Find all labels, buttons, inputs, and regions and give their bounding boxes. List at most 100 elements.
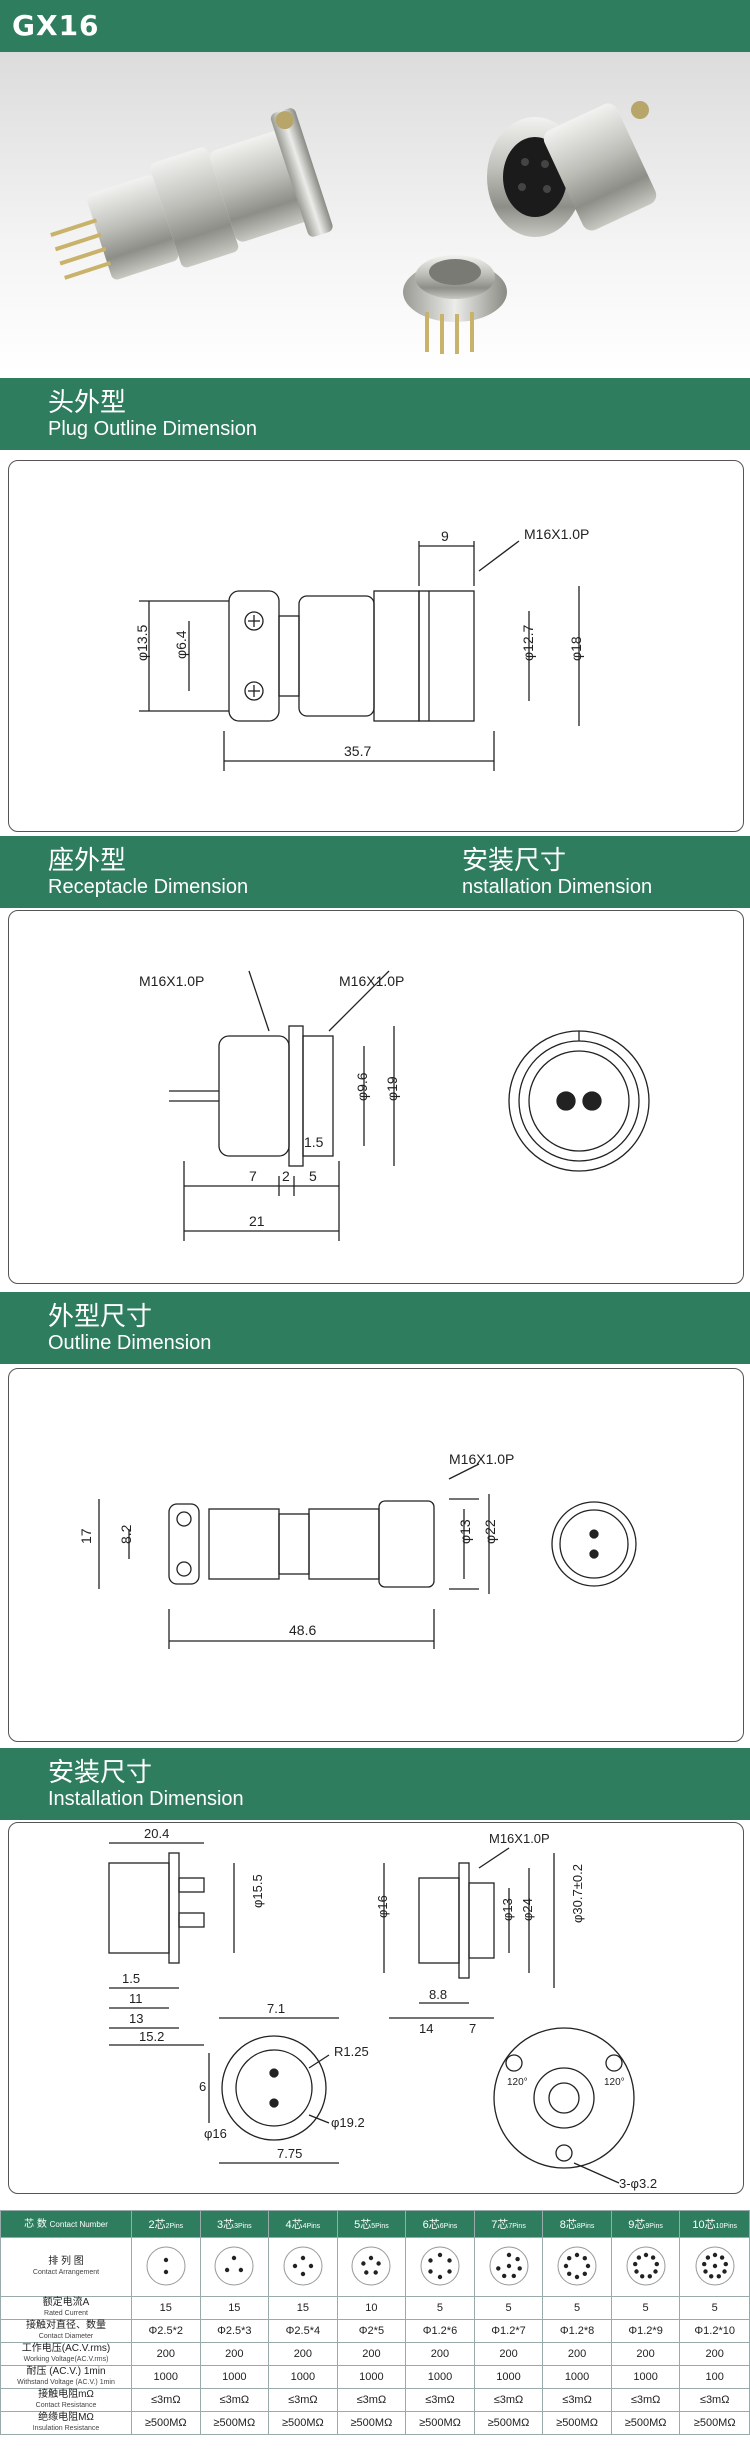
plug-title-cn: 头外型 xyxy=(48,388,127,418)
receptacle-dim-9: 21 xyxy=(249,1213,265,1229)
receptacle-dim-5: 1.5 xyxy=(304,1134,324,1150)
install-dim-11: 7.75 xyxy=(277,2146,302,2161)
spec-cell-contact_res: ≤3mΩ xyxy=(610,2388,681,2412)
outline-drawing-panel: M16X1.0P 17 8.2 φ13 φ22 48.6 xyxy=(8,1368,744,1742)
install-dim-4: 11 xyxy=(129,1991,143,2006)
spec-cell-current: 5 xyxy=(542,2296,612,2320)
install-dim-10: φ16 xyxy=(204,2126,227,2141)
installation-section-header: 安装尺寸 Installation Dimension xyxy=(0,1748,750,1820)
page-header: GX16 xyxy=(0,0,750,52)
receptacle-dim-4: φ19 xyxy=(384,1076,400,1101)
spec-cell-voltage: 200 xyxy=(268,2342,338,2366)
spec-cell-current: 5 xyxy=(610,2296,681,2320)
plug-dim-2: φ6.4 xyxy=(173,630,189,659)
spec-cell-voltage: 200 xyxy=(473,2342,544,2366)
spec-cell-current: 10 xyxy=(336,2296,407,2320)
spec-col-header: 7芯7Pins xyxy=(473,2210,544,2238)
outline-dim-4: φ13 xyxy=(457,1519,473,1544)
contact-arrangement-icon xyxy=(405,2237,475,2297)
install-dim-20: 7 xyxy=(469,2021,476,2036)
receptacle-drawing-panel: M16X1.0P M16X1.0P φ9.6 φ19 1.5 7 2 5 21 xyxy=(8,910,744,1284)
install-dim-13: M16X1.0P xyxy=(489,1831,550,1846)
spec-cell-contact_res: ≤3mΩ xyxy=(336,2388,407,2412)
plug-dim-1: φ13.5 xyxy=(134,624,150,661)
spec-cell-withstand: 1000 xyxy=(336,2365,407,2389)
spec-cell-diameter: Φ1.2*9 xyxy=(610,2319,681,2343)
spec-cell-current: 15 xyxy=(131,2296,201,2320)
spec-cell-voltage: 200 xyxy=(405,2342,475,2366)
receptacle-dim-8: 5 xyxy=(309,1168,317,1184)
installation-drawing: 20.4 φ15.5 1.5 11 13 15.2 7.1 6 R1.25 φ1… xyxy=(108,1826,657,2191)
plug-drawing-panel: φ13.5 φ6.4 9 M16X1.0P φ12.7 φ18 35.7 xyxy=(8,460,744,832)
outline-dim-3: 8.2 xyxy=(118,1524,134,1544)
receptacle-dim-3: φ9.6 xyxy=(354,1072,370,1101)
spec-cell-contact_res: ≤3mΩ xyxy=(473,2388,544,2412)
spec-row-label: 工作电压(AC.V.rms)Working Voltage(AC.V.rms) xyxy=(0,2342,132,2366)
spec-cell-diameter: Φ1.2*8 xyxy=(542,2319,612,2343)
spec-cell-contact_res: ≤3mΩ xyxy=(131,2388,201,2412)
install-dim-17: φ30.7±0.2 xyxy=(570,1864,585,1923)
installation-title-en: Installation Dimension xyxy=(48,1788,244,1810)
receptacle-dim-1: M16X1.0P xyxy=(139,973,204,989)
receptacle-drawing: M16X1.0P M16X1.0P φ9.6 φ19 1.5 7 2 5 21 xyxy=(139,970,650,1241)
spec-col-header: 8芯8Pins xyxy=(542,2210,612,2238)
outline-section-header: 外型尺寸 Outline Dimension xyxy=(0,1292,750,1364)
socket-photo xyxy=(487,101,657,237)
spec-cell-voltage: 200 xyxy=(131,2342,201,2366)
receptacle-install-title-en: nstallation Dimension xyxy=(462,876,653,898)
install-dim-2: φ15.5 xyxy=(250,1874,265,1908)
outline-dim-5: φ22 xyxy=(482,1519,498,1544)
plug-dim-4: M16X1.0P xyxy=(524,526,589,542)
install-dim-19: 14 xyxy=(419,2021,433,2036)
outline-title-cn: 外型尺寸 xyxy=(48,1302,153,1332)
plug-dim-5: φ12.7 xyxy=(520,624,536,661)
spec-cell-insulation: ≥500MΩ xyxy=(131,2411,201,2435)
plug-dim-3: 9 xyxy=(441,528,449,544)
install-dim-21: 3-φ3.2 xyxy=(619,2176,657,2191)
contact-arrangement-icon xyxy=(610,2237,681,2297)
outline-dim-6: 48.6 xyxy=(289,1622,316,1638)
receptacle-title-cn: 座外型 xyxy=(48,846,127,876)
receptacle-dim-7: 2 xyxy=(282,1168,290,1184)
spec-cell-insulation: ≥500MΩ xyxy=(405,2411,475,2435)
spec-col-header: 9芯9Pins xyxy=(610,2210,681,2238)
spec-col-header: 2芯2Pins xyxy=(131,2210,201,2238)
spec-col-header: 4芯4Pins xyxy=(268,2210,338,2238)
spec-cell-voltage: 200 xyxy=(679,2342,750,2366)
contact-arrangement-icon xyxy=(199,2237,270,2297)
install-dim-22: 120° xyxy=(507,2077,528,2088)
install-dim-1: 20.4 xyxy=(144,1826,169,1841)
receptacle-dim-2: M16X1.0P xyxy=(339,973,404,989)
install-dim-14: φ16 xyxy=(375,1895,390,1918)
spec-cell-contact_res: ≤3mΩ xyxy=(268,2388,338,2412)
receptacle-dim-6: 7 xyxy=(249,1168,257,1184)
install-dim-3: 1.5 xyxy=(122,1971,140,1986)
install-dim-9: R1.25 xyxy=(334,2044,369,2059)
spec-row-voltage: 工作电压(AC.V.rms)Working Voltage(AC.V.rms)2… xyxy=(0,2342,750,2366)
spec-cell-diameter: Φ2.5*3 xyxy=(199,2319,270,2343)
product-photo xyxy=(0,52,750,372)
spec-cell-insulation: ≥500MΩ xyxy=(542,2411,612,2435)
receptacle-photo xyxy=(403,255,507,354)
contact-arrangement-icon xyxy=(131,2237,201,2297)
plug-dim-7: 35.7 xyxy=(344,743,371,759)
spec-col-header: 6芯6Pins xyxy=(405,2210,475,2238)
spec-cell-withstand: 1000 xyxy=(473,2365,544,2389)
contact-arrangement-icon xyxy=(268,2237,338,2297)
outline-title-en: Outline Dimension xyxy=(48,1332,212,1354)
plug-title-en: Plug Outline Dimension xyxy=(48,418,257,440)
contact-arrangement-icon xyxy=(336,2237,407,2297)
spec-cell-contact_res: ≤3mΩ xyxy=(199,2388,270,2412)
spec-cell-voltage: 200 xyxy=(610,2342,681,2366)
outline-dim-1: M16X1.0P xyxy=(449,1451,514,1467)
spec-cell-insulation: ≥500MΩ xyxy=(336,2411,407,2435)
spec-col-header: 10芯10Pins xyxy=(679,2210,750,2238)
